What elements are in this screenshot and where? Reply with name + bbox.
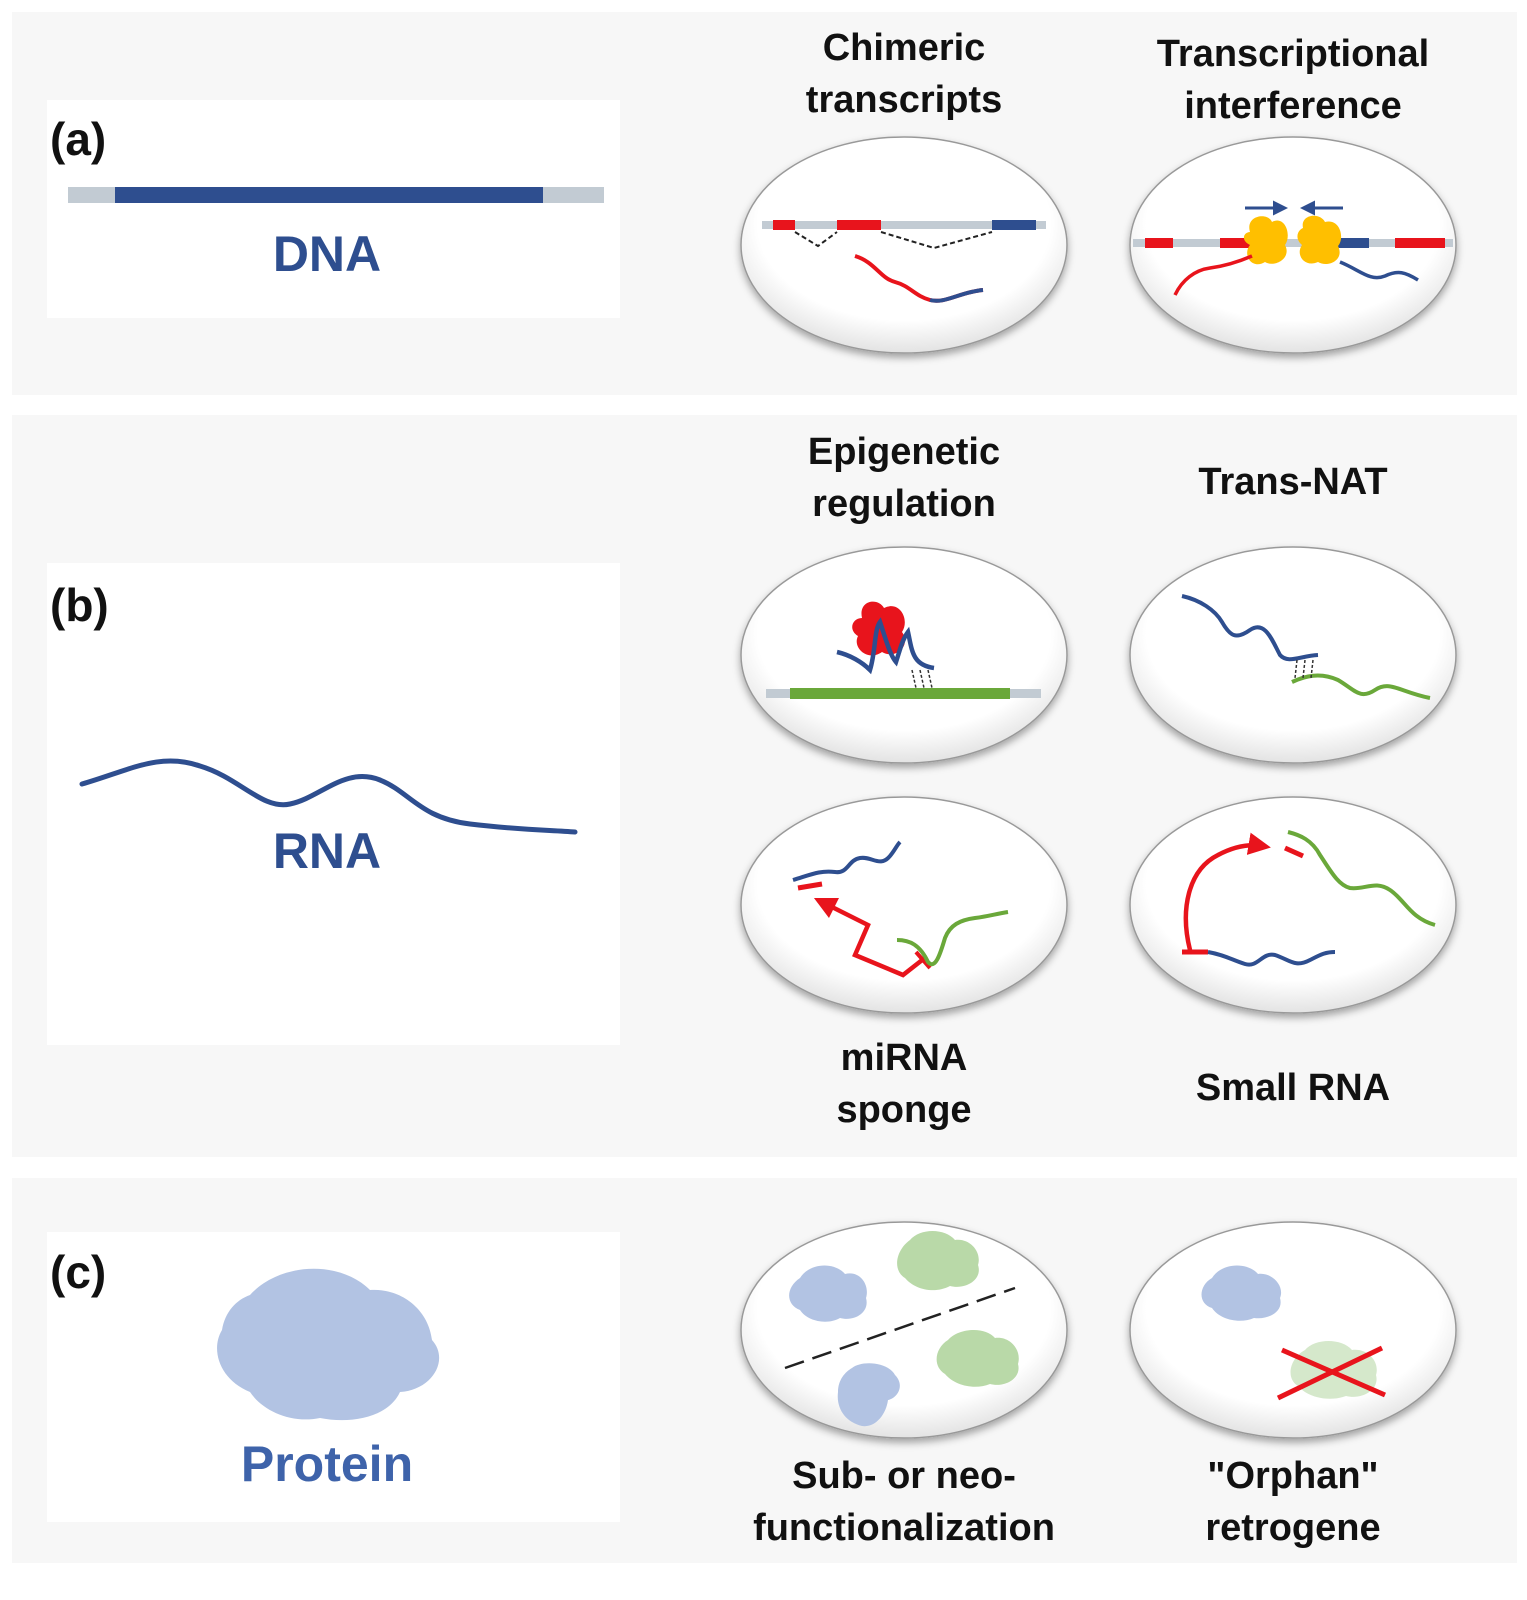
- oval-chimeric: [740, 136, 1068, 354]
- protein-label: Protein: [240, 1436, 414, 1492]
- dna-box: [47, 100, 620, 318]
- caption-chimeric-transcripts: Chimeric transcripts: [714, 22, 1094, 126]
- caption-small-rna: Small RNA: [1103, 1062, 1483, 1114]
- caption-line: Epigenetic: [807, 431, 1001, 473]
- caption-trans-nat: Trans-NAT: [1103, 456, 1483, 508]
- dna-strand: [68, 187, 604, 203]
- oval-mirna-sponge: [740, 796, 1068, 1014]
- oval-small-rna: [1129, 796, 1457, 1014]
- caption-line: interference: [1184, 85, 1402, 127]
- rna-box: [47, 563, 620, 1045]
- caption-line: functionalization: [753, 1507, 1055, 1549]
- caption-line: Chimeric: [822, 27, 986, 69]
- caption-line: sponge: [836, 1089, 972, 1131]
- caption-line: Small RNA: [1195, 1067, 1391, 1109]
- caption-line: regulation: [812, 483, 996, 525]
- caption-transcriptional-interference: Transcriptional interference: [1103, 28, 1483, 132]
- rna-label: RNA: [272, 823, 382, 879]
- panel-letter-c: (c): [50, 1246, 107, 1298]
- caption-line: Sub- or neo-: [792, 1455, 1016, 1497]
- oval-orphan: [1129, 1221, 1457, 1439]
- caption-line: miRNA: [840, 1037, 968, 1079]
- caption-orphan-retrogene: "Orphan" retrogene: [1103, 1450, 1483, 1554]
- caption-line: "Orphan": [1207, 1455, 1379, 1497]
- caption-line: Trans-NAT: [1198, 461, 1388, 503]
- caption-sub-neo-functionalization: Sub- or neo- functionalization: [714, 1450, 1094, 1554]
- oval-sub-neo: [740, 1221, 1068, 1439]
- panel-letter-a: (a): [50, 113, 107, 165]
- oval-epigenetic: [740, 546, 1068, 764]
- rna-wave: [79, 758, 578, 835]
- caption-line: Transcriptional: [1156, 33, 1430, 75]
- oval-trans-nat: [1129, 546, 1457, 764]
- panel-letter-b: (b): [50, 579, 109, 631]
- oval-transcriptional: [1129, 136, 1457, 354]
- protein-blob: [217, 1268, 440, 1421]
- dna-label: DNA: [272, 226, 382, 282]
- caption-mirna-sponge: miRNA sponge: [714, 1032, 1094, 1136]
- caption-epigenetic-regulation: Epigenetic regulation: [714, 426, 1094, 530]
- caption-line: transcripts: [805, 79, 1003, 121]
- caption-line: retrogene: [1205, 1507, 1381, 1549]
